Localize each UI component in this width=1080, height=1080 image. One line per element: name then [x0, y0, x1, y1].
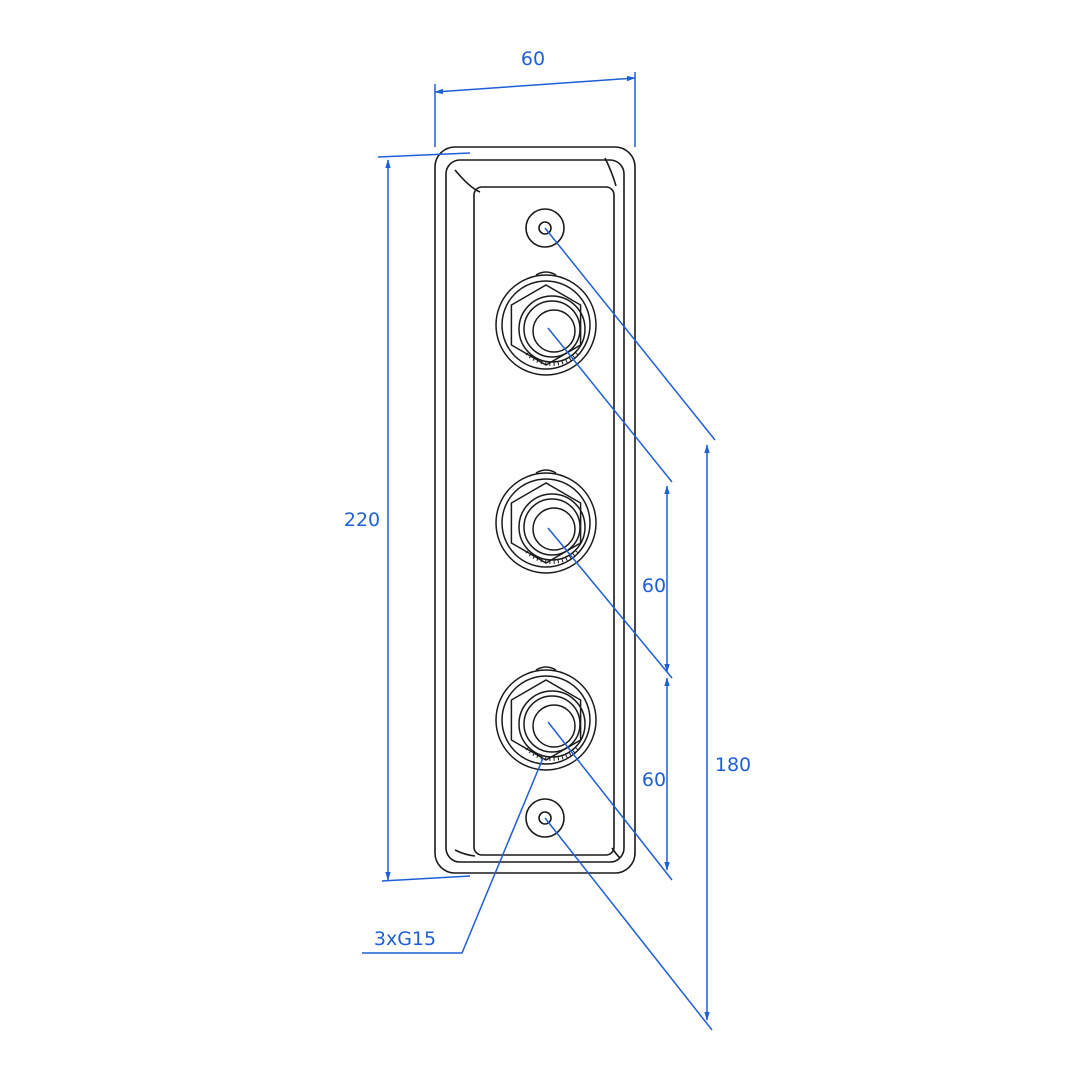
spacing-lower-label: 60: [642, 769, 666, 791]
fitting-bore: [532, 507, 576, 551]
fitting-hex: [510, 482, 582, 564]
spacing-upper-label: 60: [642, 575, 666, 597]
fitting-nut-outer: [495, 669, 597, 771]
fitting-bore: [532, 309, 576, 353]
fitting-nut-inner: [501, 478, 591, 568]
fitting-2: [495, 469, 597, 574]
height-extension-bottom: [381, 875, 471, 882]
plate-bevel: [445, 159, 625, 863]
extension-fitting-2: [547, 527, 673, 679]
fitting-thread-outer: [518, 493, 586, 561]
fitting-notch: [535, 271, 557, 276]
extension-bottom-hole: [544, 817, 713, 1031]
fitting-hex: [510, 679, 582, 761]
fitting-thread-outer: [518, 295, 586, 363]
fitting-thread-ticks: [525, 351, 579, 366]
holes-spacing-label: 180: [715, 754, 751, 776]
mounting-plate: [434, 146, 636, 874]
fitting-nut-outer: [495, 274, 597, 376]
connection-leader-line: [362, 757, 544, 954]
plate-bottom-bevel-lines: [454, 847, 621, 859]
fitting-hex: [510, 284, 582, 366]
fitting-nut-inner: [501, 675, 591, 765]
width-label: 60: [521, 48, 545, 70]
height-extension-top: [377, 152, 471, 158]
fitting-nut-inner: [501, 280, 591, 370]
top-mounting-hole: [525, 208, 565, 248]
extension-top-hole: [544, 227, 716, 441]
width-dimension-line: [434, 75, 636, 95]
fitting-3: [495, 666, 597, 771]
fitting-bore: [532, 704, 576, 748]
height-label: 220: [344, 509, 380, 531]
bottom-mounting-hole: [525, 798, 565, 838]
fitting-thread-ticks: [525, 549, 579, 564]
plate-face: [473, 186, 615, 856]
fitting-thread-inner: [523, 300, 581, 358]
plate-outer-edge: [434, 146, 636, 874]
pipe-fittings: [495, 271, 597, 771]
extension-fitting-1: [547, 327, 673, 483]
fitting-thread-ticks: [525, 746, 579, 761]
fitting-notch: [535, 469, 557, 474]
plate-top-bevel-lines: [454, 157, 617, 193]
fitting-nut-outer: [495, 472, 597, 574]
fitting-thread-inner: [523, 695, 581, 753]
extension-fitting-3: [547, 721, 673, 881]
fitting-notch: [535, 666, 557, 671]
fitting-thread-inner: [523, 498, 581, 556]
fitting-1: [495, 271, 597, 376]
fitting-thread-outer: [518, 690, 586, 758]
connections-label: 3xG15: [374, 928, 436, 950]
dimension-lines: [362, 72, 716, 1031]
